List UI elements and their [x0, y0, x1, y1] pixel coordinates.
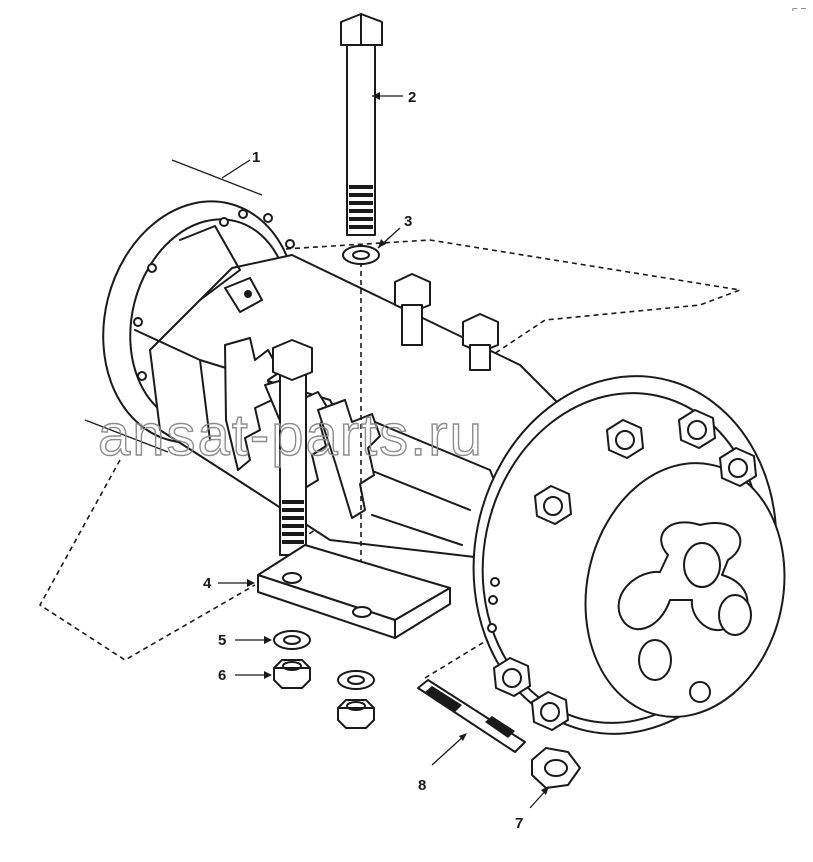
u-bolt — [272, 13, 499, 612]
washer-lower — [273, 630, 375, 690]
callout-7: 7 — [515, 815, 523, 832]
watermark: ansat-parts.ru — [98, 403, 484, 468]
corner-mark: ⌐ ~ — [792, 4, 807, 15]
callout-4: 4 — [203, 575, 212, 592]
callout-8: 8 — [418, 777, 426, 794]
callout-6: 6 — [218, 667, 226, 684]
hub-nuts — [493, 409, 757, 731]
flange-bolt-holes — [133, 209, 295, 425]
wheel-hub — [472, 375, 786, 735]
callout-2: 2 — [408, 89, 416, 106]
callout-1: 1 — [252, 149, 260, 166]
wheel-stud — [417, 679, 526, 753]
wheel-nut — [531, 747, 581, 789]
spring-plate — [257, 544, 451, 639]
callout-5: 5 — [218, 632, 226, 649]
callout-3: 3 — [404, 213, 412, 230]
washer-upper — [342, 245, 380, 265]
hex-nut — [273, 659, 375, 729]
callouts: 1 2 3 4 5 6 7 8 — [203, 89, 549, 832]
